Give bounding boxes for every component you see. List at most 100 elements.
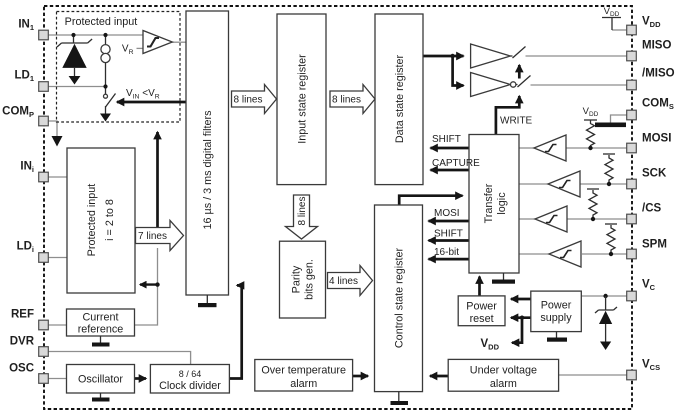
transfer-signal-labels: SHIFT CAPTURE MOSI SHIFT 16-bit xyxy=(432,134,480,258)
lines7-label: 7 lines xyxy=(138,231,167,242)
cs-pull xyxy=(587,188,599,222)
pin-ncs: /CS xyxy=(626,203,662,225)
bus-8lines-v: 8 lines xyxy=(283,194,320,240)
pins-left: IN1 LD1 COMP INi LDi REF DVR OSC xyxy=(2,19,49,384)
over-temperature-alarm-label-line1: Over temperature xyxy=(261,365,346,377)
over-temperature-alarm-label-line2: alarm xyxy=(290,378,317,390)
pin-vc: VC xyxy=(626,279,656,302)
power-reset-block: Power reset xyxy=(457,295,506,327)
over-temperature-alarm-block: Over temperature alarm xyxy=(254,358,354,392)
svg-text:LD1: LD1 xyxy=(14,70,34,84)
svg-text:COMP: COMP xyxy=(2,106,34,120)
sck-pull xyxy=(603,153,615,187)
svg-text:INi: INi xyxy=(20,161,34,175)
svg-text:VDD: VDD xyxy=(642,16,661,30)
pin-sck: SCK xyxy=(626,168,667,190)
pin-vcs: VCS xyxy=(626,359,660,381)
protected-input-n-label-line2: i = 2 to 8 xyxy=(104,199,116,241)
protected-input-1-title: Protected input xyxy=(65,16,138,28)
bus-4lines: 4 lines xyxy=(326,263,374,298)
pin-ld1: LD1 xyxy=(14,70,49,92)
data-state-register-label: Data state register xyxy=(394,54,406,143)
svg-text:VC: VC xyxy=(642,279,656,293)
pin-coms: COMS xyxy=(626,98,674,121)
spi-input-buffers xyxy=(533,134,582,268)
bus-8lines-b: 8 lines xyxy=(329,82,376,116)
bit16-label: 16-bit xyxy=(434,247,459,258)
power-supply-label-line1: Power xyxy=(541,300,572,312)
mosi-ctrl-label: MOSI xyxy=(434,208,460,219)
bus-8lines-a: 8 lines xyxy=(230,82,278,116)
svg-text:COMS: COMS xyxy=(642,98,674,112)
pin-nmiso: /MISO xyxy=(626,68,675,91)
clock-divider-label-line1: 8 / 64 xyxy=(179,369,202,379)
lines4-label: 4 lines xyxy=(329,276,358,287)
protected-input-n: Protected input i = 2 to 8 xyxy=(66,147,136,294)
miso-output-stage: WRITE xyxy=(450,43,533,127)
pin-dvr: DVR xyxy=(10,336,49,357)
current-ref-ground xyxy=(92,336,110,347)
write-label: WRITE xyxy=(500,116,533,127)
pin-comp: COMP xyxy=(2,106,49,127)
ground-symbols xyxy=(92,122,626,405)
power-reset-label-line1: Power xyxy=(466,301,497,313)
clock-divider-label-line2: Clock divider xyxy=(159,380,221,392)
pins-right: VDD MISO /MISO COMS MOSI SCK /CS SPM VC … xyxy=(626,16,675,381)
input-switch-icon xyxy=(100,86,117,122)
control-state-register-block: Control state register xyxy=(373,204,424,393)
lines8-v-label: 8 lines xyxy=(297,197,308,226)
shift-data-label: SHIFT xyxy=(432,134,461,145)
pin-miso: MISO xyxy=(626,40,671,62)
svg-text:/MISO: /MISO xyxy=(642,68,675,80)
under-voltage-alarm-label-line1: Under voltage xyxy=(470,365,537,377)
pin-ref: REF xyxy=(11,309,49,331)
svg-text:REF: REF xyxy=(11,309,34,321)
pin-mosi: MOSI xyxy=(626,133,671,154)
comparator-icon xyxy=(142,29,175,55)
input-state-register-block: Input state register xyxy=(276,13,327,186)
pin-in1: IN1 xyxy=(18,19,49,41)
capture-label: CAPTURE xyxy=(432,158,480,169)
svg-text:LDi: LDi xyxy=(17,241,34,255)
pin-ini: INi xyxy=(20,161,49,183)
vin-lt-vr-label: VIN <VR xyxy=(126,88,160,101)
protected-input-n-label-line1: Protected input xyxy=(86,184,98,257)
lines8-a-label: 8 lines xyxy=(234,95,263,106)
spm-pull xyxy=(605,223,617,257)
transfer-logic-ground xyxy=(492,273,515,284)
mosi-pullup: VDD xyxy=(583,106,599,151)
bus-7lines: 7 lines xyxy=(134,218,185,253)
filters-ground xyxy=(198,295,217,308)
svg-text:VDD: VDD xyxy=(583,106,599,118)
shift-ctrl-label: SHIFT xyxy=(434,229,463,240)
comp-ground-arrow xyxy=(51,136,63,147)
svg-text:/CS: /CS xyxy=(642,203,662,215)
junction-dots xyxy=(155,282,525,320)
vr-label: VR xyxy=(122,44,134,57)
pin-ldi: LDi xyxy=(17,241,49,263)
oscillator-block: Oscillator xyxy=(65,363,136,394)
transfer-logic-label-line2: logic xyxy=(496,192,508,215)
svg-text:SCK: SCK xyxy=(642,168,667,180)
oscillator-label: Oscillator xyxy=(78,374,123,386)
input-state-register-label: Input state register xyxy=(296,54,308,144)
svg-text:SPM: SPM xyxy=(642,239,667,251)
control-register-ground xyxy=(390,391,408,405)
clock-divider-block: 8 / 64 Clock divider xyxy=(149,363,231,394)
power-reset-label-line2: reset xyxy=(470,313,494,325)
parity-label-line2: bits gen. xyxy=(303,259,315,300)
coms-ground xyxy=(595,122,626,128)
chip-outline xyxy=(43,5,633,410)
parity-label-line1: Parity xyxy=(290,265,302,293)
digital-filters-label: 16 µs / 3 ms digital filters xyxy=(202,110,214,230)
lines8-b-label: 8 lines xyxy=(332,95,361,106)
power-supply-block: Power supply xyxy=(530,290,582,333)
transfer-logic-block: Transfer logic xyxy=(468,133,520,274)
svg-text:VDD: VDD xyxy=(480,338,499,352)
current-reference-label-line2: reference xyxy=(78,324,124,336)
digital-filters-block: 16 µs / 3 ms digital filters xyxy=(185,10,230,296)
current-reference-label-line1: Current xyxy=(82,312,118,324)
power-supply-ground xyxy=(547,331,567,342)
oscillator-ground xyxy=(92,393,110,402)
current-source-icon xyxy=(100,35,111,87)
